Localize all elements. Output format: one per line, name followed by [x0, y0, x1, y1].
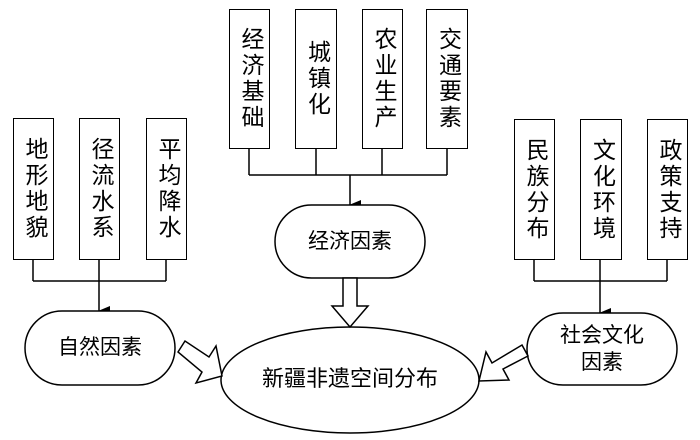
factor-box-economic-base: 经济基础: [229, 9, 270, 149]
factor-box-precipitation: 平均降水: [146, 118, 187, 260]
node-label: 经济因素: [308, 228, 392, 253]
natural-factor-node: 自然因素: [25, 311, 175, 385]
target-label: 新疆非遗空间分布: [261, 366, 438, 392]
node-label-line-1: 社会文化: [560, 322, 644, 347]
economic-factor-node: 经济因素: [275, 205, 425, 278]
factor-label: 交通要素: [434, 27, 461, 131]
social-factor-connector: [533, 259, 668, 282]
economic-factor-connector: [248, 148, 448, 176]
natural-factor-connector: [32, 259, 167, 282]
factor-box-runoff: 径流水系: [79, 118, 120, 260]
node-label-line-2: 因素: [581, 350, 623, 374]
factor-label: 平均降水: [154, 137, 180, 241]
factor-box-agriculture: 农业生产: [362, 9, 403, 149]
target-node: 新疆非遗空间分布: [221, 327, 479, 433]
factor-box-cultural-environment: 文化环境: [580, 119, 622, 260]
factor-label: 城镇化: [303, 40, 330, 118]
factor-label: 径流水系: [87, 137, 113, 241]
economic-block-arrow: [330, 277, 370, 329]
social-block-arrow: [478, 343, 530, 382]
factor-box-transport: 交通要素: [426, 9, 468, 149]
factor-label: 经济基础: [237, 27, 263, 131]
node-label: 自然因素: [58, 335, 142, 360]
factor-box-terrain: 地形地貌: [13, 118, 54, 260]
factor-label: 文化环境: [588, 137, 615, 242]
social-factor-node: 社会文化 因素: [527, 313, 677, 385]
factor-box-policy-support: 政策支持: [647, 119, 688, 260]
factor-label: 农业生产: [370, 27, 396, 131]
natural-block-arrow: [177, 339, 223, 385]
factor-label: 政策支持: [655, 137, 681, 242]
social-factor-node-shape: [526, 312, 678, 386]
factor-box-ethnic-distribution: 民族分布: [514, 119, 555, 260]
factor-label: 地形地貌: [21, 137, 47, 241]
factor-box-urbanization: 城镇化: [295, 9, 337, 149]
natural-factor-node-shape: [24, 310, 176, 386]
factor-label: 民族分布: [522, 137, 548, 242]
